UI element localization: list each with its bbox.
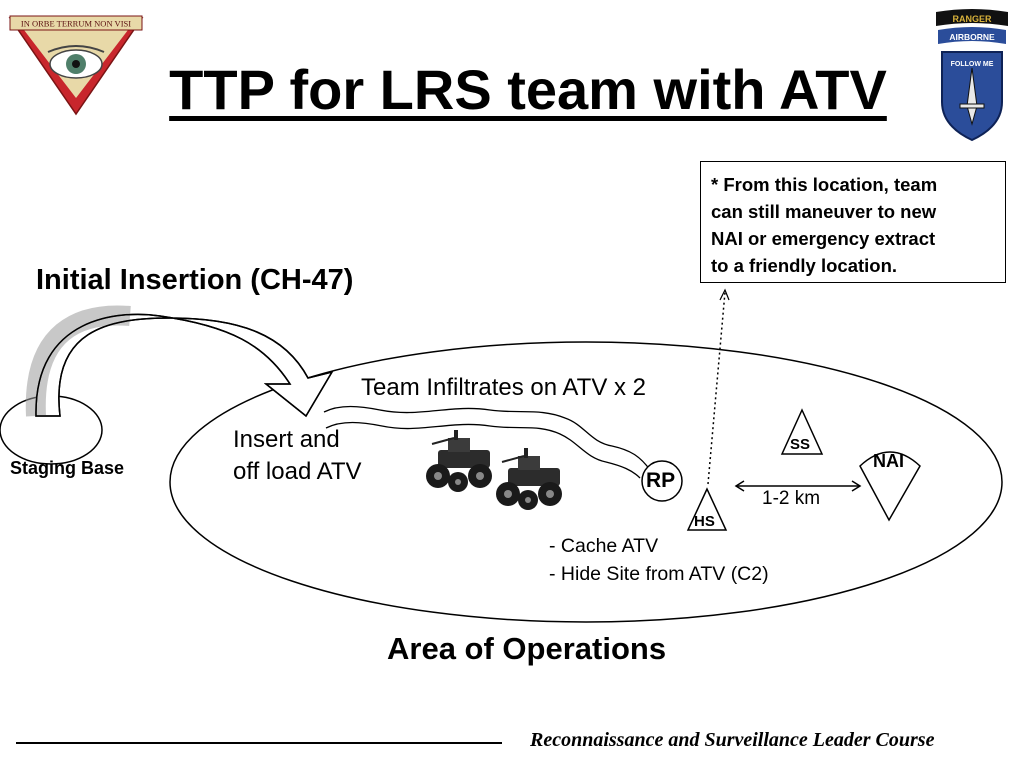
note-box: * From this location, team can still man… <box>700 161 1006 283</box>
area-of-operations-label: Area of Operations <box>387 631 667 666</box>
infiltration-route-upper <box>323 405 651 471</box>
ranger-airborne-insignia: RANGER AIRBORNE FOLLOW ME <box>936 9 1008 142</box>
staging-base-label: Staging Base <box>10 458 125 478</box>
patch-motto: FOLLOW ME <box>951 61 994 68</box>
hs-triangle <box>686 487 728 531</box>
ss-label: SS <box>790 436 811 453</box>
ss-triangle <box>780 408 824 455</box>
atv-icon <box>496 448 562 510</box>
ranger-tab-text: RANGER <box>952 14 992 24</box>
airborne-tab-text: AIRBORNE <box>949 32 995 42</box>
page-title: TTP for LRS team with ATV <box>169 58 887 121</box>
note-line: to a friendly location. <box>711 255 898 276</box>
footer-divider <box>16 742 502 744</box>
rp-label: RP <box>646 469 676 492</box>
insert-offload-label: Insert and off load ATV <box>233 424 362 488</box>
distance-label: 1-2 km <box>762 488 821 509</box>
insert-line: off load ATV <box>233 458 362 485</box>
insertion-arrow-outline <box>35 313 334 418</box>
atv-icon <box>426 430 492 492</box>
cache-line: - Cache ATV <box>549 535 659 557</box>
footer-course-name: Reconnaissance and Surveillance Leader C… <box>530 729 935 751</box>
cache-notes: - Cache ATV - Hide Site from ATV (C2) <box>549 532 769 588</box>
logo-motto: IN ORBE TERRUM NON VISI <box>21 19 131 29</box>
nai-label: NAI <box>873 451 904 471</box>
infiltration-label: Team Infiltrates on ATV x 2 <box>361 374 647 401</box>
area-of-operations-ellipse <box>169 341 1003 623</box>
nai-objective-shape <box>859 451 921 522</box>
course-logo: IN ORBE TERRUM NON VISI <box>8 15 144 116</box>
cache-line: - Hide Site from ATV (C2) <box>549 563 769 585</box>
insert-line: Insert and <box>233 426 340 453</box>
note-line: * From this location, team <box>711 174 938 195</box>
note-line: NAI or emergency extract <box>711 228 936 249</box>
rp-circle <box>641 460 683 502</box>
note-leader-line <box>707 291 726 485</box>
hs-label: HS <box>694 513 715 530</box>
note-line: can still maneuver to new <box>711 201 937 222</box>
infiltration-route-lower <box>325 421 641 479</box>
initial-insertion-label: Initial Insertion (CH-47) <box>36 264 354 296</box>
